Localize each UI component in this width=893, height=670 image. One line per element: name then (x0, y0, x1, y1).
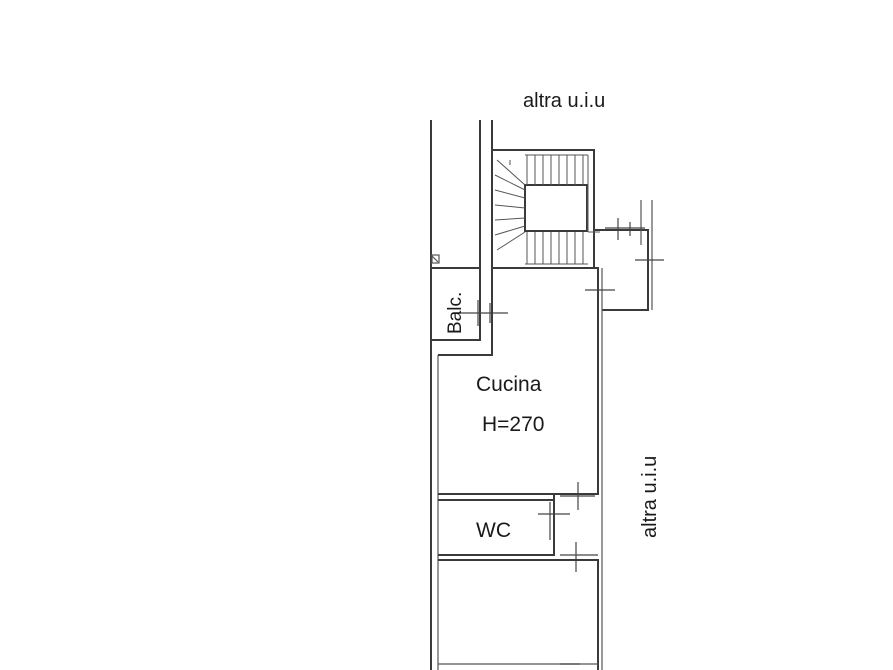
balcony: Balc. (431, 267, 508, 341)
corridor-walls (430, 120, 493, 268)
kitchen-height-label: H=270 (482, 413, 544, 436)
entry-notch (594, 200, 664, 311)
neighbor-unit-top-label: altra u.i.u (523, 90, 605, 112)
neighbor-unit-right-label: altra u.i.u (639, 456, 661, 538)
balcony-label: Balc. (445, 292, 466, 334)
staircase (491, 149, 600, 269)
kitchen-room: Cucina H=270 (438, 267, 615, 670)
wc-label: WC (476, 519, 511, 542)
wc-room: WC (438, 482, 598, 572)
lower-room (438, 559, 599, 670)
left-outer-wall (430, 120, 439, 670)
kitchen-label: Cucina (476, 373, 542, 396)
